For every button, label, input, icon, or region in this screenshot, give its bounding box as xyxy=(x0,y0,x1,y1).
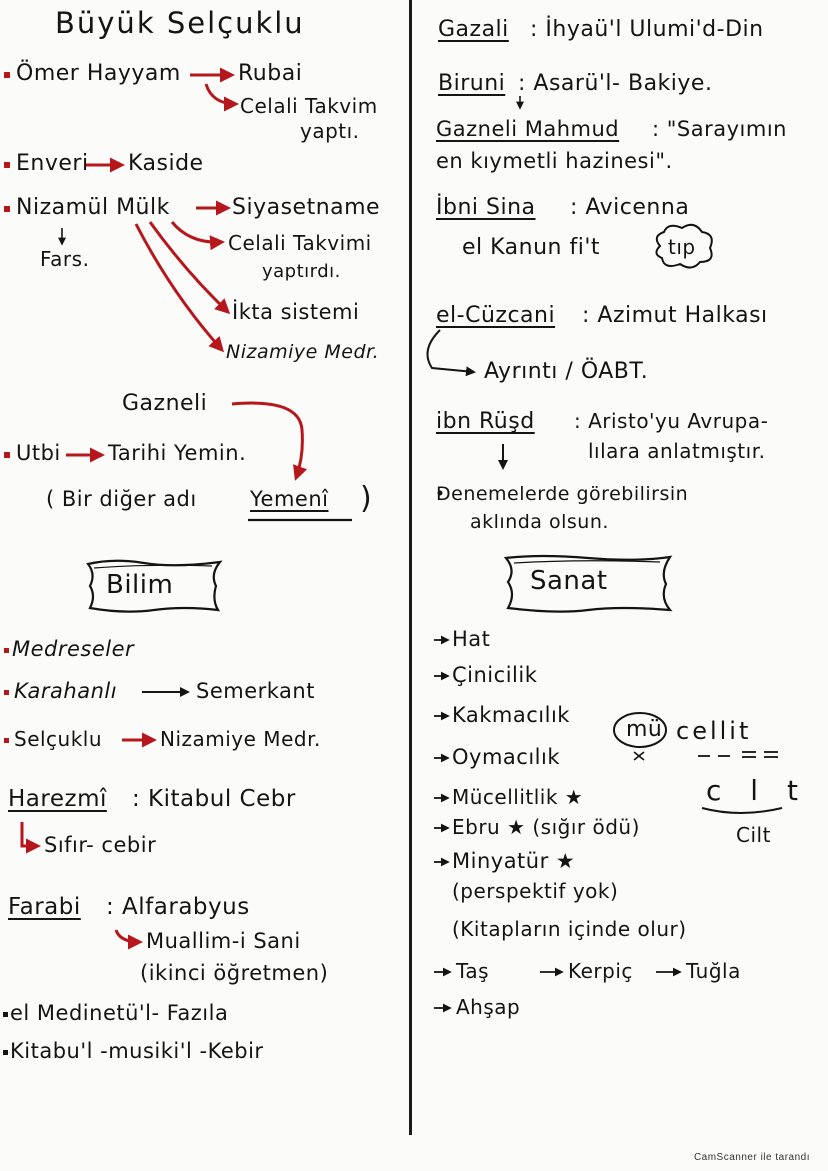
aristoyu-avrupa: : Aristo'yu Avrupa- xyxy=(574,409,769,433)
tas: Taş xyxy=(456,959,490,983)
paren-close: ) xyxy=(360,481,373,516)
sanat-list-arrows xyxy=(434,635,682,1013)
kitabul-cebr: : Kitabul Cebr xyxy=(132,786,296,812)
perspektif-yok: (perspektif yok) xyxy=(452,879,619,903)
tip: tıp xyxy=(668,235,696,259)
oymacilik: Oymacılık xyxy=(452,745,560,769)
kerpic: Kerpiç xyxy=(568,959,633,983)
left-title: Büyük Selçuklu xyxy=(55,6,305,40)
selcuklu: Selçuklu xyxy=(14,727,103,751)
ebru: Ebru ★ (sığır ödü) xyxy=(452,815,640,839)
sifir-cebir: Sıfır- cebir xyxy=(44,833,157,857)
mu-syllable: mü xyxy=(626,717,663,742)
karahanli: Karahanlı xyxy=(14,679,118,703)
ihyaul-ulumid-din: : İhyaü'l Ulumi'd-Din xyxy=(530,17,764,42)
asarul-bakiye: : Asarü'l- Bakiye. xyxy=(518,71,713,96)
ibni-sina: İbni Sina xyxy=(436,195,536,220)
sanat-heading: Sanat xyxy=(530,566,608,596)
kakmacilik: Kakmacılık xyxy=(452,703,570,727)
el-kanun-fit: el Kanun fi't xyxy=(462,235,601,260)
cilt-letters: c l t xyxy=(706,774,808,807)
cilt-word: Cilt xyxy=(736,823,771,847)
utbi: Utbi xyxy=(16,441,61,465)
celali-takvimi-yaptirdi: yaptırdı. xyxy=(262,261,341,282)
el-medinetul-fazila: el Medinetü'l- Fazıla xyxy=(10,1001,229,1025)
aklinda-olsun: aklında olsun. xyxy=(470,511,609,533)
tugla: Tuğla xyxy=(686,959,741,983)
hat: Hat xyxy=(452,627,491,651)
ikinci-ogretmen: (ikinci öğretmen) xyxy=(140,961,329,985)
alfarabyus: : Alfarabyus xyxy=(106,894,250,920)
banner-scroll-shape xyxy=(503,554,673,613)
kaside: Kaside xyxy=(128,151,204,176)
farabi: Farabi xyxy=(8,894,81,920)
el-cuzcani: el-Cüzcani xyxy=(436,303,556,328)
minyatur: Minyatür ★ xyxy=(452,849,576,873)
black-bullets xyxy=(3,490,443,1055)
column-divider xyxy=(409,0,412,1135)
celali-takvim-yapti: yaptı. xyxy=(300,119,360,143)
mucellitlik: Mücellitlik ★ xyxy=(452,785,584,809)
omer-hayyam: Ömer Hayyam xyxy=(16,61,181,86)
lilara-anlatmistir: lılara anlatmıştır. xyxy=(588,439,766,463)
cellit-underline-marks xyxy=(698,751,778,758)
harezmi: Harezmî xyxy=(8,786,107,812)
avicenna: : Avicenna xyxy=(570,195,690,220)
kitabul-musiki: Kitabu'l -musiki'l -Kebir xyxy=(10,1039,264,1063)
nizamiye-medrese-2: Nizamiye Medr. xyxy=(160,727,321,751)
ahsap: Ahşap xyxy=(456,995,521,1019)
gazneli-mahmud: Gazneli Mahmud xyxy=(436,117,620,141)
sarayimin: : "Sarayımın xyxy=(652,117,787,141)
cinicilik: Çinicilik xyxy=(452,663,538,687)
cellit-word: cellit xyxy=(676,717,752,745)
enveri: Enveri xyxy=(16,151,89,176)
ikta-sistemi: İkta sistemi xyxy=(232,300,360,324)
nizamiye-medrese: Nizamiye Medr. xyxy=(226,341,380,363)
sanat-banner: Sanat xyxy=(500,552,676,614)
bilim-banner: Bilim xyxy=(84,556,224,616)
yemeni: Yemenî xyxy=(250,487,329,511)
tarihi-yemin: Tarihi Yemin. xyxy=(108,441,247,465)
ayrinti-oabt: Ayrıntı / ÖABT. xyxy=(484,359,649,384)
muallim-i-sani: Muallim-i Sani xyxy=(146,929,301,953)
fars: Fars. xyxy=(40,247,90,271)
semerkant: Semerkant xyxy=(196,679,315,703)
rubai: Rubai xyxy=(238,61,303,86)
banner-scroll-shape xyxy=(86,559,223,613)
azimut-halkasi: : Azimut Halkası xyxy=(582,303,768,328)
en-kiymetli-hazinesi: en kıymetli hazinesi". xyxy=(436,149,673,173)
scanner-footer: CamScanner ile tarandı xyxy=(693,1152,810,1163)
gazali: Gazali xyxy=(438,17,509,42)
celali-takvim: Celali Takvim xyxy=(240,94,378,118)
celali-takvimi: Celali Takvimi xyxy=(228,231,372,255)
gazneli: Gazneli xyxy=(122,391,208,416)
medreseler: Medreseler xyxy=(12,637,135,661)
biruni: Biruni xyxy=(438,71,506,96)
bir-diger-adi: ( Bir diğer adı xyxy=(46,487,197,511)
nizamul-mulk: Nizamül Mülk xyxy=(16,195,170,220)
kitaplarin-icinde-olur: (Kitapların içinde olur) xyxy=(452,917,687,941)
siyasetname: Siyasetname xyxy=(232,195,381,220)
bilim-heading: Bilim xyxy=(106,570,174,600)
denemelerde: Denemelerde görebilirsin xyxy=(436,483,689,505)
ibn-rusd: ibn Rüşd xyxy=(436,409,535,434)
red-bullets xyxy=(4,72,10,743)
